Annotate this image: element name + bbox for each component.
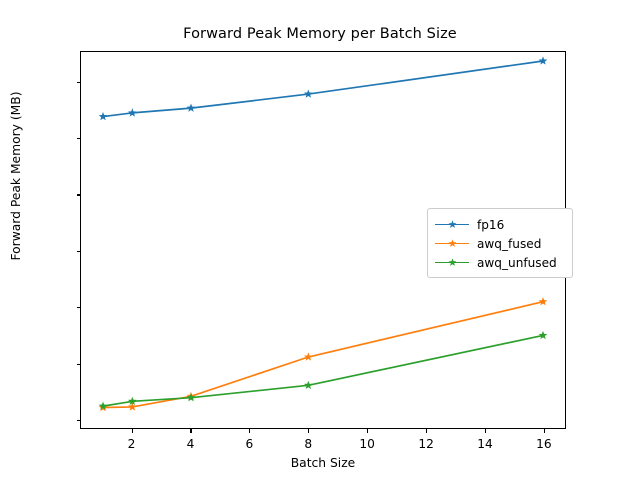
legend-item-awq_unfused[interactable]: awq_unfused (435, 253, 564, 272)
series-line (102, 300, 544, 409)
data-point-marker (538, 56, 548, 65)
data-point-marker (538, 330, 548, 340)
legend-item-awq_fused[interactable]: awq_fused (435, 234, 564, 253)
y-tick-mark (77, 307, 81, 309)
legend-swatch (435, 218, 469, 232)
legend-swatch (435, 237, 469, 251)
data-point-marker (303, 380, 313, 390)
x-tick-mark (367, 429, 369, 433)
y-tick-mark (77, 194, 81, 196)
x-tick-mark (249, 429, 251, 433)
plot-area (77, 51, 566, 429)
data-point-marker (127, 108, 137, 117)
legend-label: awq_unfused (477, 255, 557, 270)
chart-title: Forward Peak Memory per Batch Size (183, 26, 457, 42)
series-line (102, 334, 544, 407)
legend-star-icon (448, 220, 457, 228)
x-tick-mark (543, 429, 545, 433)
data-point-marker (98, 401, 108, 410)
x-tick-mark (190, 429, 192, 433)
legend-label: awq_fused (477, 236, 542, 251)
x-tick-mark (485, 429, 487, 433)
x-tick-mark (426, 429, 428, 433)
data-point-marker (303, 89, 313, 98)
y-tick-mark (77, 81, 81, 83)
x-tick-label: 4 (186, 437, 195, 451)
x-tick-label: 8 (304, 437, 313, 451)
x-tick-label: 16 (536, 437, 552, 451)
x-tick-label: 10 (359, 437, 375, 451)
y-tick-mark (77, 250, 81, 252)
x-tick-mark (131, 429, 133, 433)
x-tick-mark (308, 429, 310, 433)
data-point-marker (186, 103, 196, 112)
data-point-marker (303, 352, 313, 361)
legend[interactable]: fp16 awq_fused awq_unfused (427, 208, 573, 278)
legend-swatch (435, 256, 469, 270)
data-point-marker (127, 396, 137, 406)
x-tick-label: 14 (477, 437, 493, 451)
series-awq_unfused (98, 330, 548, 410)
series-awq_fused (98, 297, 548, 412)
data-point-marker (186, 393, 196, 402)
x-tick-label: 6 (245, 437, 254, 451)
y-tick-mark (77, 363, 81, 365)
data-point-marker (127, 402, 137, 411)
x-tick-label: 2 (127, 437, 136, 451)
legend-item-fp16[interactable]: fp16 (435, 215, 564, 234)
legend-label: fp16 (477, 217, 505, 232)
data-point-marker (538, 297, 548, 306)
x-axis-label: Batch Size (290, 456, 356, 470)
y-tick-mark (77, 138, 81, 140)
series-line (102, 60, 544, 118)
y-tick-mark (77, 420, 81, 422)
series-fp16 (98, 56, 548, 121)
series-lines (98, 56, 548, 412)
data-point-marker (98, 111, 108, 121)
x-tick-label: 12 (418, 437, 434, 451)
legend-star-icon (448, 258, 457, 266)
legend-star-icon (448, 239, 457, 247)
y-axis-label: Forward Peak Memory (MB) (9, 91, 23, 261)
